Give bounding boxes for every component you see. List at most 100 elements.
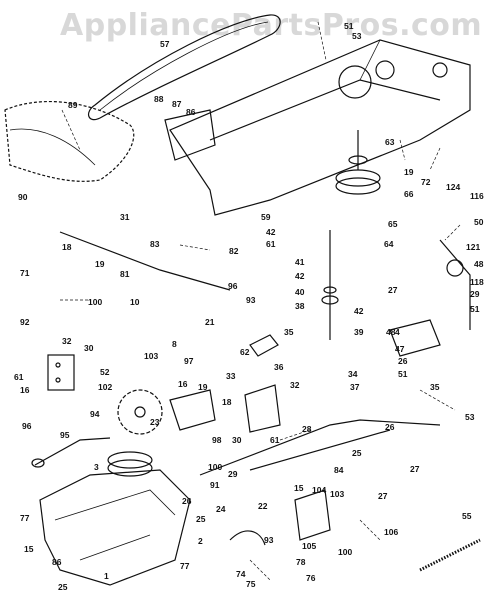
callout-66: 66 [404,189,414,199]
callout-82: 82 [229,246,239,256]
callout-31: 31 [120,212,130,222]
callout-88: 88 [154,94,164,104]
transaxle [39,469,191,586]
tractor-frame [169,39,471,216]
callout-15: 15 [294,483,304,493]
callout-100c: 100 [338,547,353,557]
callout-36: 36 [274,362,284,372]
callout-98: 98 [212,435,222,445]
callout-42c: 42 [354,306,364,316]
callout-72: 72 [421,177,431,187]
callout-35: 35 [284,327,294,337]
callout-40: 40 [295,287,305,297]
callout-22: 22 [258,501,268,511]
callout-10: 10 [130,297,140,307]
callout-61: 61 [266,239,276,249]
callout-51: 51 [344,21,354,31]
callout-61c: 61 [270,435,280,445]
callout-116: 116 [470,191,484,201]
callout-25b: 25 [196,514,206,524]
callout-59: 59 [261,212,271,222]
callout-118: 118 [470,277,484,287]
callout-51b: 51 [470,304,480,314]
callout-30b: 30 [232,435,242,445]
callout-74: 74 [236,569,246,579]
callout-35b: 35 [430,382,440,392]
callout-48: 48 [474,259,484,269]
callout-4: 4 [395,327,400,337]
transmission-pulley [107,451,153,469]
callout-102: 102 [98,382,113,392]
callout-87: 87 [172,99,182,109]
callout-28: 28 [302,424,312,434]
callout-121: 121 [466,242,481,252]
callout-86b: 86 [52,557,62,567]
callout-21: 21 [205,317,215,327]
callout-19c: 19 [198,382,208,392]
bracket-104 [294,489,331,541]
drive-belt [87,14,281,121]
callout-104: 104 [312,485,327,495]
callout-105: 105 [302,541,317,551]
callout-19b: 19 [95,259,105,269]
fender-panel [4,101,135,182]
callout-53: 53 [352,31,362,41]
callout-77b: 77 [180,561,190,571]
callout-81: 81 [120,269,130,279]
callout-90: 90 [18,192,28,202]
callout-25c: 25 [58,582,68,592]
callout-18b: 18 [222,397,232,407]
callout-30: 30 [84,343,94,353]
callout-86: 86 [186,107,196,117]
callout-100: 100 [88,297,103,307]
callout-63: 63 [385,137,395,147]
callout-1: 1 [104,571,109,581]
callout-94: 94 [90,409,100,419]
spring [419,538,481,572]
callout-89: 89 [68,100,78,110]
callout-78: 78 [296,557,306,567]
callout-27: 27 [388,285,398,295]
callout-51c: 51 [398,369,408,379]
callout-18: 18 [62,242,72,252]
cooling-fan [117,389,163,435]
left-bracket [47,354,75,391]
callout-61b: 61 [14,372,24,382]
callout-71: 71 [20,268,30,278]
callout-48b: 48 [386,327,396,337]
callout-15b: 15 [24,544,34,554]
callout-100b: 100 [208,462,223,472]
callout-91: 91 [210,480,220,490]
callout-33: 33 [226,371,236,381]
callout-16b: 16 [178,379,188,389]
callout-96b: 96 [22,421,32,431]
callout-16: 16 [20,385,30,395]
callout-96: 96 [228,281,238,291]
callout-42: 42 [266,227,276,237]
callout-62: 62 [240,347,250,357]
callout-2: 2 [198,536,203,546]
roller [249,334,279,357]
callout-26b: 26 [385,422,395,432]
callout-55: 55 [462,511,472,521]
callout-3: 3 [94,462,99,472]
callout-75: 75 [246,579,256,589]
callout-124: 124 [446,182,461,192]
callout-92: 92 [20,317,30,327]
callout-64: 64 [384,239,394,249]
callout-29: 29 [470,289,480,299]
callout-29b: 29 [228,469,238,479]
callout-25: 25 [352,448,362,458]
callout-57: 57 [160,39,170,49]
callout-27c: 27 [378,491,388,501]
callout-50: 50 [474,217,484,227]
callout-77: 77 [20,513,30,523]
callout-95: 95 [60,430,70,440]
callout-32b: 32 [290,380,300,390]
callout-84: 84 [334,465,344,475]
callout-41: 41 [295,257,305,267]
callout-103b: 103 [330,489,345,499]
callout-26: 26 [398,356,408,366]
